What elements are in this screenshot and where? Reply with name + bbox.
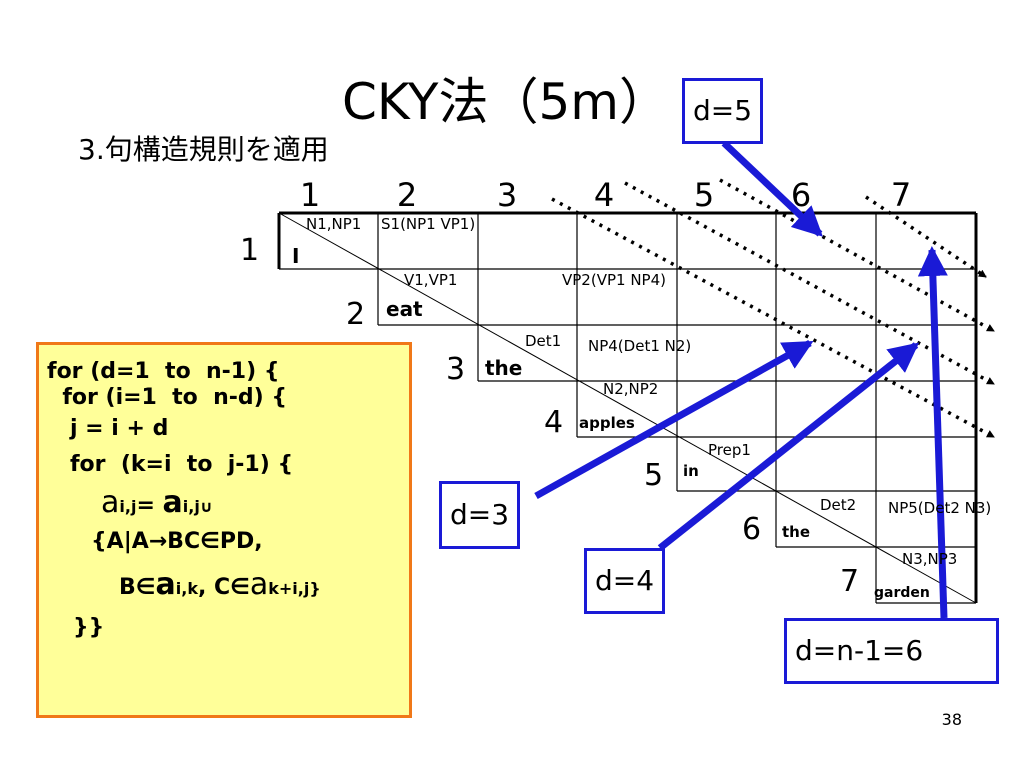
code-line-5: ai,j= ai,j∪ (101, 484, 213, 520)
dotted-diagonal-d6 (865, 195, 987, 279)
code-line-2: for (i=1 to n-d) { (47, 385, 288, 411)
word-4: apples (579, 414, 635, 432)
callout-d6: d=n-1=6 (784, 618, 999, 684)
column-number-1: 1 (299, 176, 321, 214)
cell-6-6: Det2 (820, 496, 857, 514)
cell-6-7: NP5(Det2 N3) (888, 499, 992, 517)
row-number-4: 4 (544, 405, 564, 440)
row-number-7: 7 (840, 564, 860, 599)
code-line-8: }} (73, 614, 105, 640)
callout-d3: d=3 (439, 481, 521, 549)
column-number-3: 3 (496, 176, 518, 214)
code-line-6: {A|A→BC∈PD, (91, 528, 263, 554)
cell-2-2: V1,VP1 (404, 271, 458, 289)
word-3: the (485, 356, 523, 380)
page-number: 38 (941, 710, 962, 729)
dotted-diagonal-d3 (551, 197, 995, 439)
cell-2-4: VP2(VP1 NP4) (562, 271, 666, 289)
column-number-5: 5 (693, 176, 715, 214)
row-number-1: 1 (240, 233, 260, 268)
column-number-2: 2 (396, 176, 418, 214)
row-number-6: 6 (742, 512, 762, 547)
subtitle: 3.句構造規則を適用 (78, 133, 329, 166)
row-number-3: 3 (446, 352, 466, 387)
arrow-d6 (917, 246, 948, 619)
word-6: the (782, 523, 811, 541)
word-5: in (683, 462, 699, 480)
cell-1-1: N1,NP1 (306, 215, 362, 233)
code-line-3: j = i + d (47, 415, 169, 441)
cell-4-4: N2,NP2 (603, 380, 659, 398)
arrow-d4 (657, 342, 920, 551)
row-number-5: 5 (644, 458, 664, 493)
arrow-d5 (721, 140, 823, 237)
word-1: I (292, 244, 300, 268)
word-2: eat (386, 297, 423, 321)
callout-d4: d=4 (584, 548, 666, 614)
code-line-1: for (d=1 to n-1) { (47, 359, 280, 384)
cell-5-5: Prep1 (708, 441, 751, 459)
main-diagonal (278, 212, 977, 604)
row-number-2: 2 (346, 297, 366, 332)
page-title: CKY法（5m） (342, 73, 669, 131)
column-number-4: 4 (593, 176, 615, 214)
code-line-7: B∈ai,k, C∈ak+i,j} (119, 566, 321, 602)
word-7: garden (874, 585, 930, 601)
column-number-7: 7 (890, 176, 912, 214)
algorithm-box: for (d=1 to n-1) { for (i=1 to n-d) { j … (36, 342, 412, 718)
cell-7-7: N3,NP3 (902, 550, 958, 568)
cell-1-2: S1(NP1 VP1) (381, 215, 476, 233)
callout-d5: d=5 (682, 78, 764, 144)
cell-3-3: Det1 (525, 332, 562, 350)
arrow-d3 (534, 339, 814, 500)
column-number-6: 6 (790, 176, 812, 214)
cell-3-4: NP4(Det1 N2) (588, 337, 692, 355)
code-line-4: for (k=i to j-1) { (47, 452, 294, 478)
